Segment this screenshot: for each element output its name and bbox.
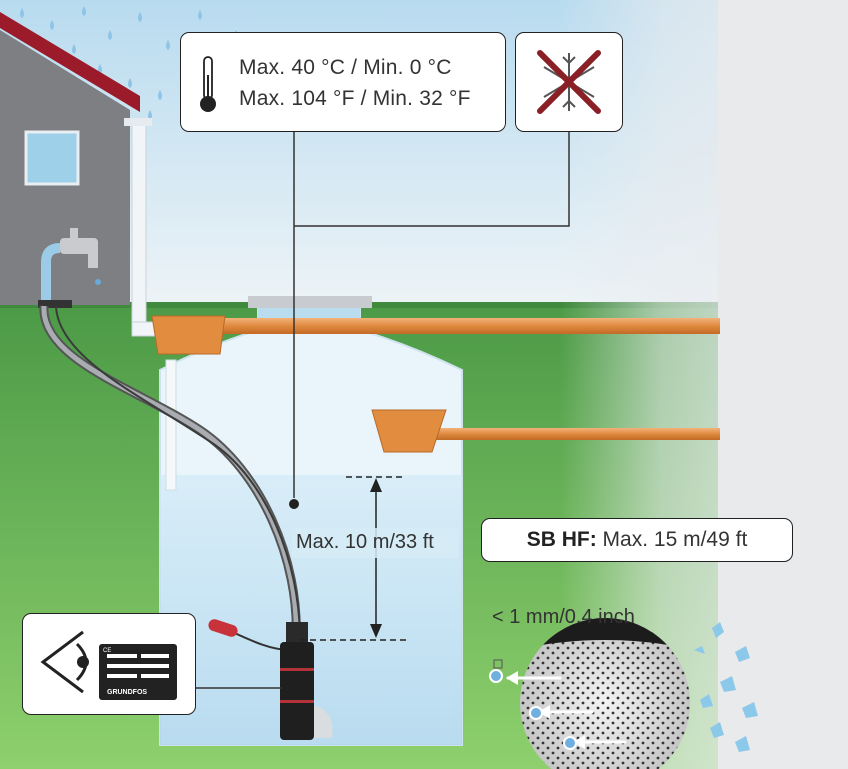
sb-hf-depth: Max. 15 m/49 ft: [596, 528, 748, 551]
temperature-fahrenheit: Max. 104 °F / Min. 32 °F: [239, 87, 471, 110]
temperature-celsius: Max. 40 °C / Min. 0 °C: [239, 56, 452, 79]
particle-magnifier: [489, 618, 690, 769]
particle-size-label: < 1 mm/0.4 inch: [492, 606, 635, 628]
frost-callout: [515, 32, 623, 132]
house: [0, 12, 140, 308]
nameplate-callout: CE GRUNDFOS: [22, 613, 196, 715]
leader-lines: [196, 132, 570, 689]
inlet-pipes: [151, 315, 720, 453]
thermometer-icon: [200, 56, 216, 112]
submersible-pump: [280, 622, 333, 740]
particle-crystals: [694, 622, 758, 752]
max-depth-label: Max. 10 m/33 ft: [296, 531, 434, 553]
discharge-hose: [39, 305, 301, 641]
sb-hf-callout: SB HF: Max. 15 m/49 ft: [481, 518, 793, 562]
no-frost-icon: [537, 50, 601, 114]
ce-mark: CE: [103, 648, 111, 654]
water-level-dot: [289, 499, 299, 509]
sb-hf-model: SB HF:: [526, 528, 597, 551]
eye-nameplate-icon: CE GRUNDFOS: [40, 630, 177, 700]
nameplate-brand: GRUNDFOS: [107, 689, 147, 696]
temperature-callout: Max. 40 °C / Min. 0 °C Max. 104 °F / Min…: [180, 32, 506, 132]
